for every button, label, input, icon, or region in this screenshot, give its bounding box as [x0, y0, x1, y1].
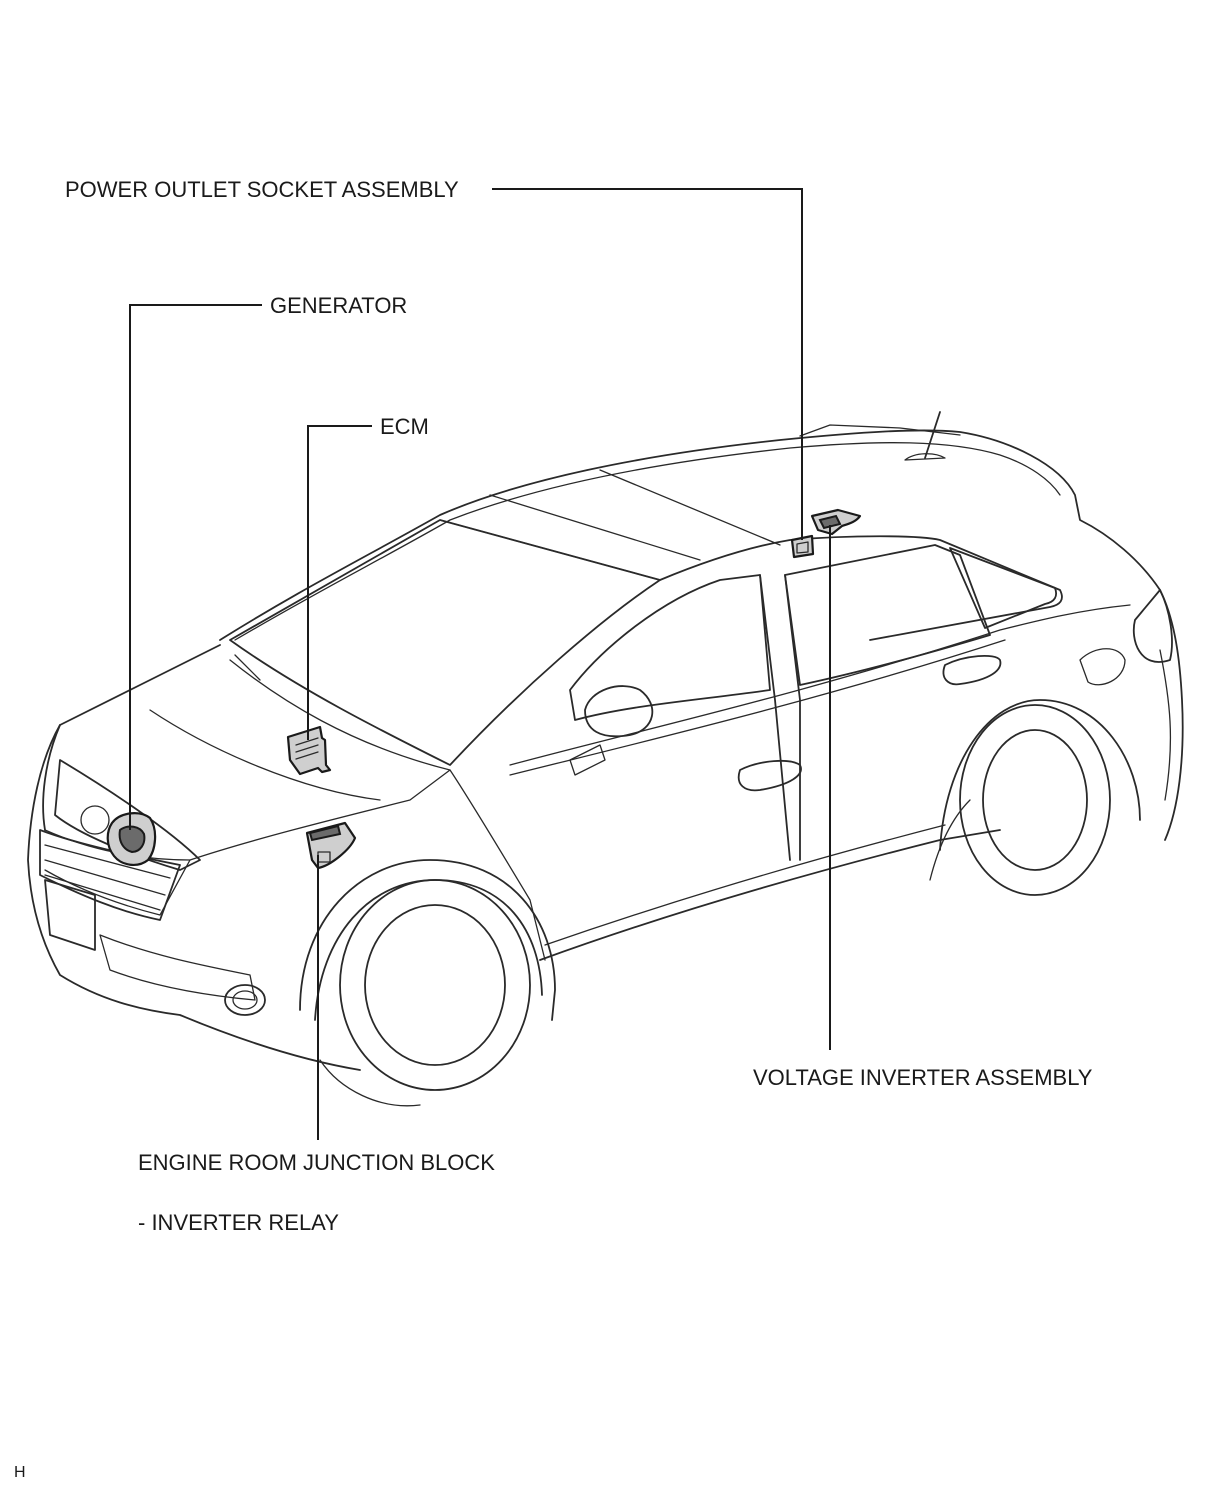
power-outlet-leader-line [492, 188, 803, 540]
ecm-leader-line [307, 425, 372, 740]
power-outlet-socket-part [790, 534, 815, 559]
generator-part [106, 812, 157, 866]
generator-leader-line [129, 304, 262, 830]
vehicle-outline-drawing [27, 411, 1184, 1107]
engine-room-junction-block-label: ENGINE ROOM JUNCTION BLOCK [138, 1150, 495, 1175]
ecm-part [286, 725, 332, 776]
inverter-relay-label: - INVERTER RELAY [138, 1210, 339, 1235]
figure-id-label: H [14, 1464, 26, 1481]
ecm-label: ECM [380, 414, 429, 439]
voltage-inverter-label: VOLTAGE INVERTER ASSEMBLY [753, 1065, 1093, 1090]
generator-label: GENERATOR [270, 293, 407, 318]
engine-room-junction-block-part [305, 821, 357, 870]
power-outlet-socket-label: POWER OUTLET SOCKET ASSEMBLY [65, 177, 459, 202]
voltage-inverter-part [810, 508, 862, 536]
